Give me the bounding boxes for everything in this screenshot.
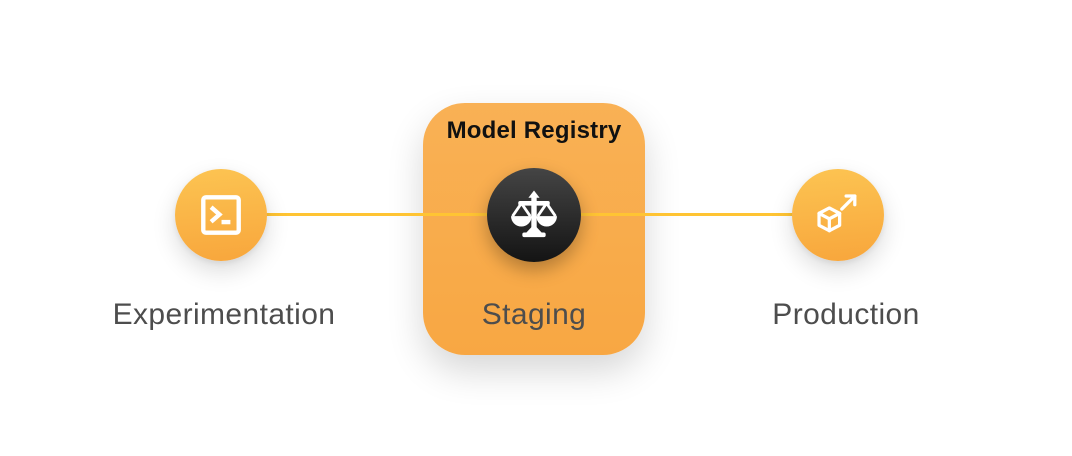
scales-icon	[506, 187, 562, 243]
stage-label-staging: Staging	[481, 298, 587, 331]
stage-label-experimentation: Experimentation	[112, 298, 336, 331]
staging-node	[487, 168, 581, 262]
stage-node-experimentation	[175, 169, 267, 261]
stage-node-production	[792, 169, 884, 261]
cube-arrow-icon	[812, 189, 864, 241]
stage-label-production: Production	[772, 298, 920, 331]
terminal-icon	[196, 190, 246, 240]
model-registry-title: Model Registry	[446, 117, 622, 144]
